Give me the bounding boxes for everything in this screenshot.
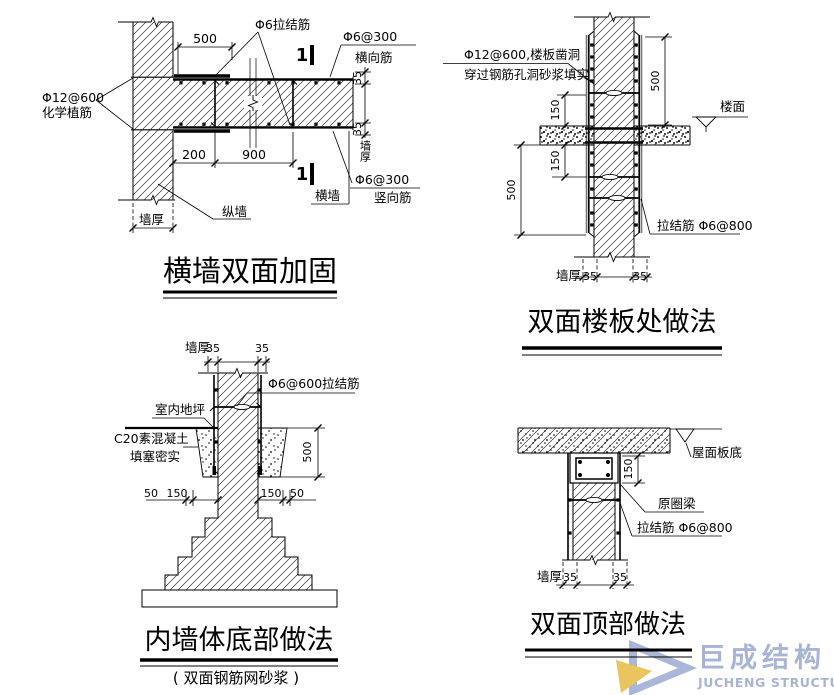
- d3-dim-150-left: 150: [167, 487, 188, 500]
- footing-slab: [141, 589, 338, 608]
- ring-beam-stirrup: [575, 457, 613, 480]
- floor-slab-left: [540, 126, 594, 145]
- d1-spacing-top-label: Φ6@300: [343, 29, 397, 44]
- d4-dim-35-right: 35: [613, 571, 627, 584]
- detail-cross-wall-reinforcement: 500 200 900 35 35 墙厚 墙厚 1 1 Φ6拉结筋 Φ6@300…: [42, 17, 420, 299]
- d1-wall-thickness-bottom-label: 墙厚: [139, 212, 164, 227]
- wall-and-footing-hatch: [165, 373, 312, 590]
- logo-triangle-gold-icon: [616, 660, 652, 693]
- d1-dim-35-top: 35: [351, 71, 364, 85]
- d1-anchor-spec-label: Φ12@600: [42, 90, 104, 105]
- d2-dim-150-lower: 150: [549, 151, 562, 172]
- roof-slab-dots: [518, 428, 670, 453]
- d1-dim-200: 200: [182, 147, 206, 162]
- d3-title: 内墙体底部做法: [145, 625, 334, 656]
- d2-dim-35-left: 35: [583, 270, 597, 283]
- d4-roof-slab-label: 屋面板底: [692, 445, 742, 460]
- d3-dim-35-right: 35: [255, 342, 269, 355]
- detail-floor-slab: 500 150 150 500 墙厚 35 35 楼面 Φ12@600,楼板凿洞…: [443, 12, 753, 356]
- roof-level-icon: [670, 428, 722, 458]
- d4-tie-bar-label: 拉结筋 Φ6@800: [637, 520, 733, 535]
- d3-dim-50-left: 50: [144, 487, 158, 500]
- d3-note-line1: C20素混凝土: [114, 431, 189, 446]
- cross-wall-hatch: [173, 80, 353, 127]
- detail-wall-bottom: 500 墙厚 35 35 Φ6@600拉结筋 室内地坪 C20素混凝土 填塞密实…: [114, 340, 360, 687]
- d2-title: 双面楼板处做法: [528, 307, 717, 338]
- watermark-logo: 巨成结构 JUCHENG STRUCTURE: [616, 640, 834, 695]
- d1-dim-900: 900: [242, 147, 266, 162]
- d3-tie-bar-label: Φ6@600拉结筋: [268, 376, 360, 391]
- wall-hatch: [594, 17, 634, 257]
- d2-dim-500-lower: 500: [505, 180, 518, 201]
- d2-dim-500-upper: 500: [649, 71, 662, 92]
- d1-cross-wall-label: 横墙: [315, 188, 340, 203]
- d1-section-mark-bottom: 1: [296, 164, 309, 185]
- d2-tie-bar-label: 拉结筋 Φ6@800: [657, 218, 753, 233]
- d3-wall-thickness-label: 墙厚: [185, 340, 210, 355]
- floor-level-icon: [692, 116, 748, 132]
- d1-vertical-bars-label: 竖向筋: [374, 190, 412, 205]
- detail-wall-top: 屋面板底 150 原圈梁 拉结筋 Φ6@800 墙厚 35 35 双面顶部做法: [517, 427, 742, 658]
- d4-title: 双面顶部做法: [530, 610, 686, 640]
- d1-horizontal-bars-label: 横向筋: [355, 50, 393, 65]
- d1-title: 横墙双面加固: [163, 254, 337, 288]
- d3-dim-500: 500: [301, 442, 314, 463]
- backfill-right: [257, 427, 288, 478]
- d3-dim-35-left: 35: [206, 342, 220, 355]
- d1-dim-35-bottom: 35: [351, 122, 364, 136]
- d1-section-mark-top: 1: [296, 45, 309, 66]
- section-mark-bar-top: [310, 45, 314, 65]
- d1-wall-thickness-side-label: 墙厚: [359, 139, 372, 163]
- d3-note-line2: 填塞密实: [130, 449, 180, 464]
- d4-dim-35-left: 35: [563, 571, 577, 584]
- section-mark-bar-bottom: [310, 163, 314, 185]
- tie-bars-vertical: [210, 80, 298, 127]
- d2-floor-level-label: 楼面: [720, 99, 745, 114]
- backfill-left: [195, 427, 219, 478]
- d3-subtitle: ( 双面钢筋网砂浆 ): [173, 669, 299, 687]
- watermark-brand-en: JUCHENG STRUCTURE: [697, 675, 834, 690]
- d2-wall-thickness-label: 墙厚: [556, 268, 581, 283]
- d2-note-line1: Φ12@600,楼板凿洞: [464, 47, 580, 62]
- d2-dim-35-right: 35: [633, 270, 647, 283]
- d1-dim-500: 500: [193, 31, 217, 46]
- d2-dim-150-upper: 150: [549, 100, 562, 121]
- d1-spacing-bottom-label: Φ6@300: [355, 172, 409, 187]
- floor-slab-right: [634, 126, 690, 145]
- wall-hatch: [573, 483, 615, 560]
- d2-note-line2: 穿过钢筋孔洞砂浆填实: [464, 67, 589, 82]
- watermark-brand-cn: 巨成结构: [698, 643, 826, 674]
- d3-dim-150-right: 150: [261, 487, 282, 500]
- d3-dim-50-right: 50: [290, 487, 304, 500]
- d1-longitudinal-wall-label: 纵墙: [222, 204, 247, 219]
- d1-tie-bar-label: Φ6拉结筋: [255, 17, 310, 32]
- d4-dim-150: 150: [622, 459, 635, 480]
- d4-ring-beam-label: 原圈梁: [658, 496, 696, 511]
- longitudinal-wall-hatch: [133, 22, 173, 200]
- d3-indoor-floor-label: 室内地坪: [155, 402, 205, 417]
- logo-triangle-notch-icon: [637, 651, 678, 685]
- d4-wall-thickness-label: 墙厚: [537, 569, 562, 584]
- d1-anchor-type-label: 化学植筋: [42, 105, 92, 120]
